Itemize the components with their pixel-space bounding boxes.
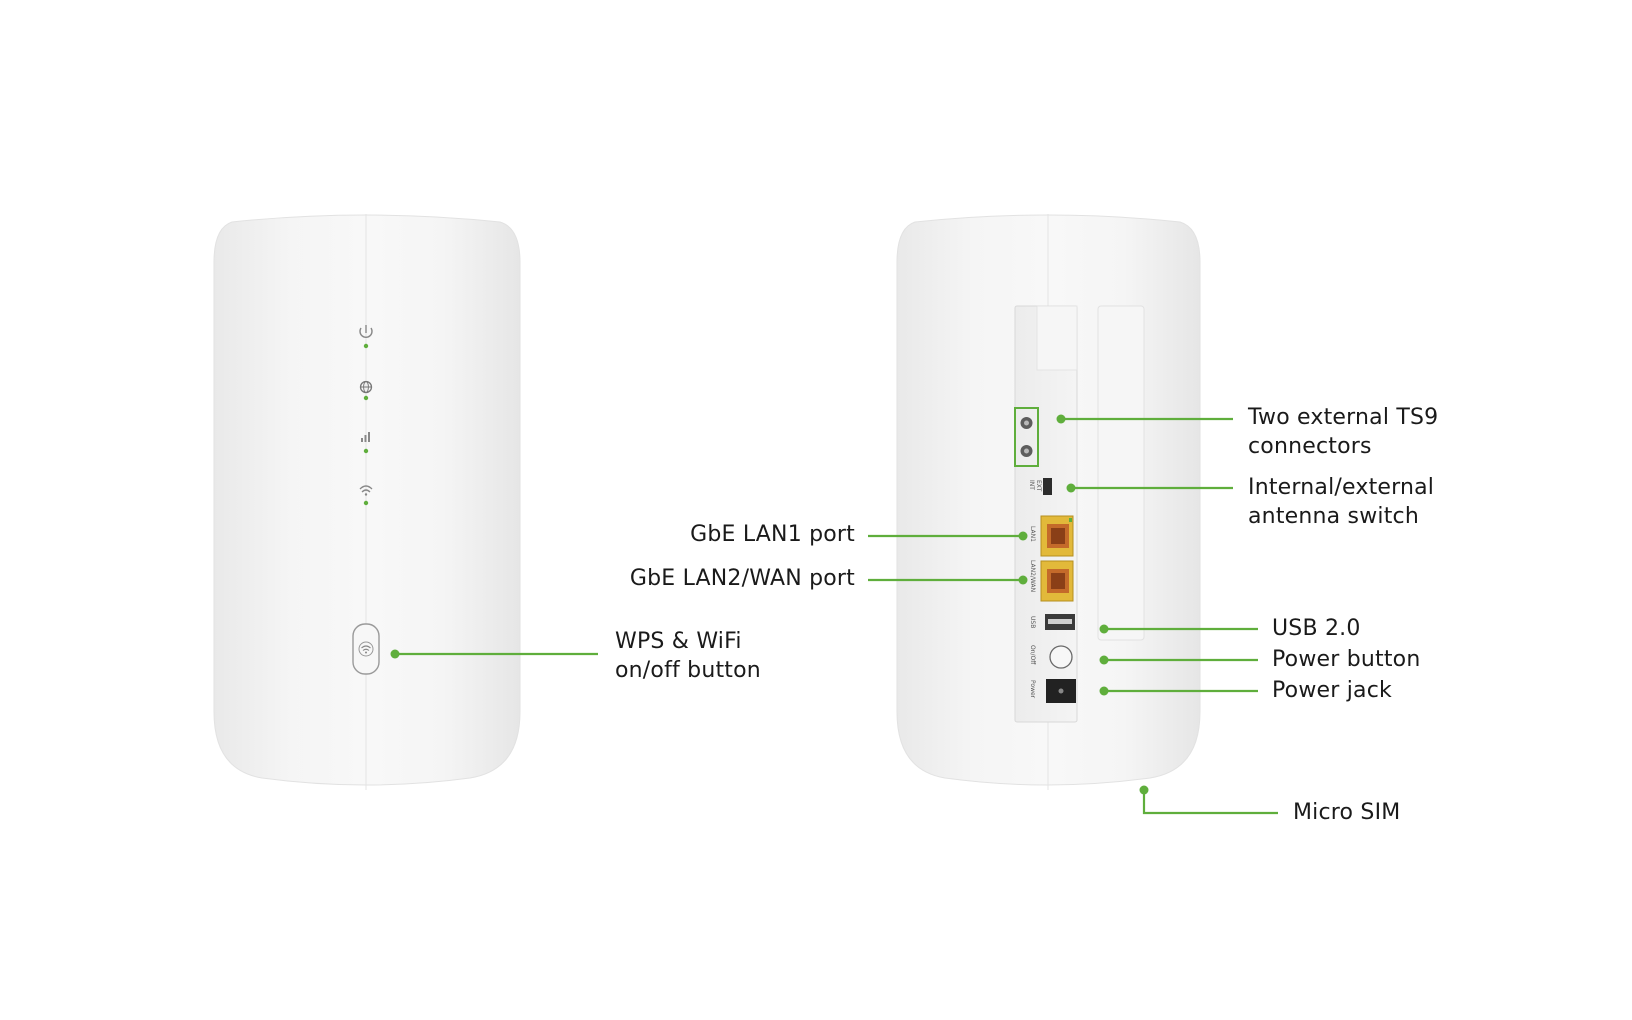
signal-led	[363, 448, 369, 454]
router-front-view	[213, 214, 521, 790]
power-icon	[359, 325, 373, 338]
ext-label: EXT	[1035, 480, 1042, 492]
callout-power-jack-text: Power jack	[1272, 678, 1392, 703]
panel-recess-top	[1036, 305, 1078, 371]
callout-ts9-line1: Two external TS9	[1248, 405, 1439, 430]
lan1-port[interactable]	[1040, 515, 1074, 557]
router-back-view: INT EXT LAN1 LAN2/WAN USB On/Off	[896, 214, 1201, 790]
power-jack[interactable]	[1046, 679, 1076, 703]
signal-bars-icon	[361, 432, 370, 442]
power-label: Power	[1029, 680, 1036, 699]
callout-power-jack: Power jack	[1272, 676, 1392, 705]
callout-lan1-text: GbE LAN1 port	[690, 522, 855, 547]
leader-lines	[390, 414, 1278, 815]
callout-ts9-line2: connectors	[1248, 434, 1372, 459]
callout-wps-wifi-line1: WPS & WiFi	[615, 629, 742, 654]
antenna-switch[interactable]	[1043, 478, 1052, 495]
callout-antenna-switch-line1: Internal/external	[1248, 475, 1435, 500]
callout-micro-sim: Micro SIM	[1293, 798, 1400, 827]
lan2wan-port[interactable]	[1040, 560, 1074, 602]
callout-wps-wifi-line2: on/off button	[615, 658, 761, 683]
lan1-label: LAN1	[1029, 526, 1036, 542]
usb-label: USB	[1029, 616, 1036, 628]
callout-usb-text: USB 2.0	[1272, 616, 1361, 641]
front-body	[213, 214, 521, 786]
callout-wps-wifi: WPS & WiFi on/off button	[615, 627, 761, 685]
wifi-wps-icon	[358, 641, 374, 657]
callout-micro-sim-text: Micro SIM	[1293, 800, 1401, 825]
callout-power-button-text: Power button	[1272, 647, 1421, 672]
lan2wan-label: LAN2/WAN	[1029, 560, 1036, 592]
callout-antenna-switch: Internal/external antenna switch	[1248, 473, 1434, 531]
callout-lan1: GbE LAN1 port	[690, 520, 855, 549]
callout-lan2: GbE LAN2/WAN port	[630, 564, 855, 593]
internet-led	[363, 395, 369, 401]
callout-usb: USB 2.0	[1272, 614, 1361, 643]
int-label: INT	[1028, 480, 1035, 490]
usb-port[interactable]	[1045, 614, 1075, 630]
callout-lan2-text: GbE LAN2/WAN port	[629, 566, 855, 591]
power-led	[363, 343, 369, 349]
onoff-label: On/Off	[1029, 645, 1036, 665]
internet-globe-icon	[359, 380, 373, 394]
side-cover	[1097, 305, 1145, 641]
wifi-led	[363, 500, 369, 506]
ts9-connectors	[1014, 407, 1039, 467]
callout-power-button: Power button	[1272, 645, 1420, 674]
power-button[interactable]	[1049, 645, 1073, 669]
wps-wifi-button[interactable]	[352, 623, 380, 675]
callout-ts9: Two external TS9 connectors	[1248, 403, 1438, 461]
wifi-icon	[359, 485, 373, 496]
callout-antenna-switch-line2: antenna switch	[1248, 504, 1419, 529]
